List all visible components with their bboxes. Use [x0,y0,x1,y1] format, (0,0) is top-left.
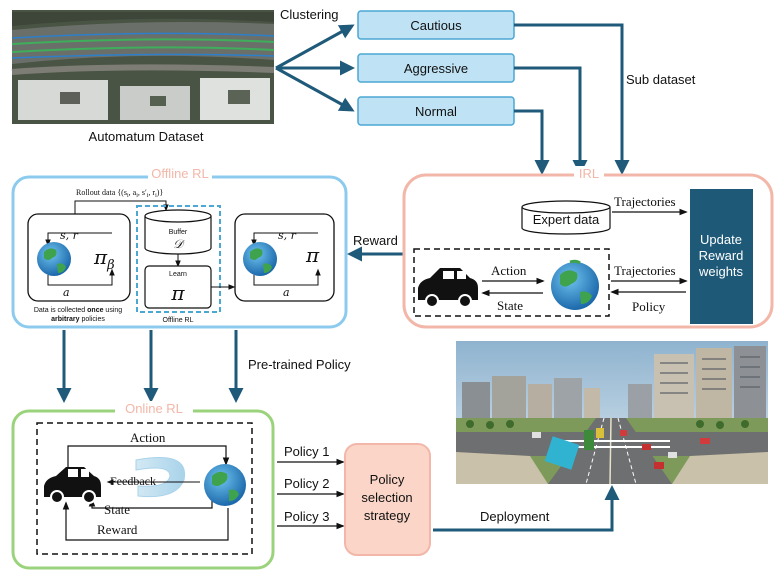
pi-beta-label: πβ [93,245,115,273]
earth-icon [37,242,71,276]
sr-arrow [251,232,318,247]
online-action-arrow [67,445,230,473]
update-reward-weights-box [690,189,753,324]
category-label: Cautious [410,18,462,33]
automatum-aerial-image [11,10,275,124]
online-action-label: Action [130,430,166,445]
action-arrow [47,268,115,286]
buffer-symbol: 𝒟 [173,237,185,251]
policy-3-label: Policy 3 [284,509,330,524]
irl-state-label: State [497,298,523,313]
agent-environment-dashed-box [413,248,610,317]
irl-action-label: Action [491,263,527,278]
online-reward-label: Reward [97,522,138,537]
dataset-label: Automatum Dataset [89,129,204,144]
pretrained-policy-arrows [56,330,244,403]
sub-dataset-label: Sub dataset [626,72,696,87]
buffer-label: Buffer [169,229,188,236]
clustering-label: Clustering [280,7,339,22]
earth-icon [204,464,246,506]
irl-policy-label: Policy [632,299,666,314]
category-normal[interactable]: Normal [357,96,515,126]
a-label: a [63,286,70,299]
sr-label: s, r [60,229,79,242]
selection-label-2: selection [361,490,412,505]
category-cautious[interactable]: Cautious [357,10,515,40]
learn-label: Learn [169,271,187,278]
car-icon [418,268,478,308]
sub-dataset-arrows [514,23,630,175]
selection-label-3: strategy [364,508,411,523]
irl-panel: IRL Expert data Trajectories Update Rewa… [402,166,774,329]
online-rl-panel: Online RL Action Feedback State Reward [11,401,275,570]
behavior-policy-box [27,213,131,302]
clustering-arrows [275,24,355,112]
sr-label: s, r [278,229,297,242]
expert-data-database-icon [521,200,611,235]
online-dashed-box [36,422,253,555]
rollout-caption: Rollout data {(si, ai, s′i, ri)} [76,188,163,199]
expert-data-label: Expert data [533,212,600,227]
policy-2-label: Policy 2 [284,476,330,491]
earth-icon [243,242,277,276]
update-label-1: Update [700,232,742,247]
pi-label: π [305,243,320,267]
policy-arrows [277,458,345,530]
policy-selection-strategy-box[interactable]: Policy selection strategy [344,443,431,556]
offline-rl-title: Offline RL [151,166,209,181]
update-label-2: Reward [699,248,744,263]
sr-arrow [45,232,112,247]
policy-1-label: Policy 1 [284,444,330,459]
feedback-label: Feedback [110,474,156,488]
update-label-3: weights [698,264,744,279]
reward-label: Reward [353,233,398,248]
deployment-label: Deployment [480,509,550,524]
earth-icon [551,259,599,310]
category-label: Normal [415,104,457,119]
selection-label-1: Policy [370,472,405,487]
simulation-scene-image [456,341,768,485]
trajectories-label: Trajectories [614,263,676,278]
a-label: a [283,286,290,299]
irl-title: IRL [579,166,599,181]
collection-caption-line2: arbitrary policies [51,316,105,323]
collection-caption-line1: Data is collected once using [34,307,122,314]
car-icon [44,467,101,504]
trajectories-label: Trajectories [614,194,676,209]
online-reward-arrow [62,501,229,541]
online-state-label: State [104,502,130,517]
learned-policy-box [234,213,335,302]
learned-pi-label: π [170,281,185,305]
category-label: Aggressive [404,61,468,76]
buffer-dashed-box [136,205,221,313]
online-rl-title: Online RL [125,401,183,416]
category-aggressive[interactable]: Aggressive [357,53,515,83]
buffer-caption: Offline RL [163,317,194,324]
pretrained-policy-label: Pre-trained Policy [248,357,351,372]
action-arrow [253,268,321,286]
offline-rl-panel: Offline RL Rollout data {(si, ai, s′i, r… [11,166,348,329]
deployment-arrow [433,485,620,532]
online-state-arrow [88,496,213,509]
feedback-swoosh-icon [135,457,186,498]
